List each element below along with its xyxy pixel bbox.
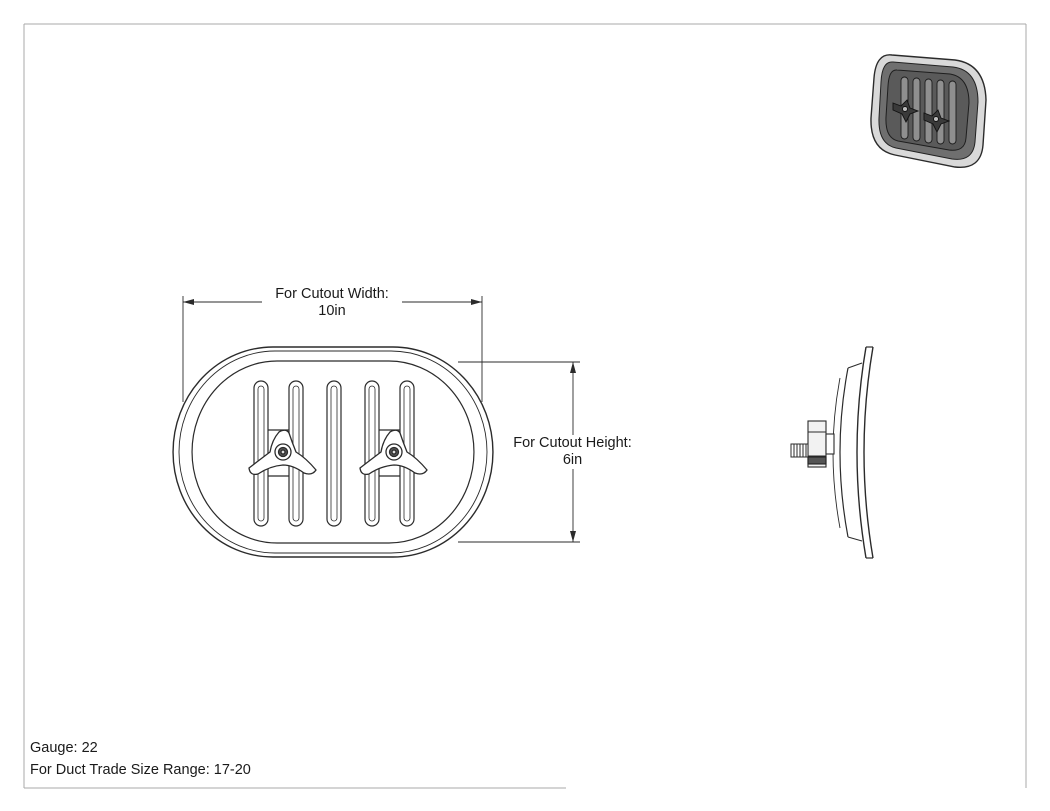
width-value-text: 10in — [318, 303, 346, 319]
front-knob-right — [359, 429, 428, 476]
side-bolt — [790, 443, 809, 458]
isometric-slots — [900, 76, 957, 145]
height-dimension-label: For Cutout Height: 6in — [500, 435, 645, 469]
sheet-frame — [23, 23, 1027, 789]
duct-range-spec: For Duct Trade Size Range: 17-20 — [30, 762, 251, 778]
side-knob — [807, 420, 835, 468]
front-view — [172, 346, 494, 558]
side-view — [790, 346, 874, 559]
gauge-spec: Gauge: 22 — [30, 740, 98, 756]
height-value-text: 6in — [562, 452, 583, 468]
width-dimension-label: For Cutout Width: 10in — [262, 286, 402, 320]
isometric-knobs — [892, 99, 951, 134]
height-label-text: For Cutout Height: — [513, 435, 632, 451]
front-knob-left — [248, 429, 317, 476]
width-label-text: For Cutout Width: — [275, 286, 389, 302]
isometric-view — [870, 54, 987, 169]
